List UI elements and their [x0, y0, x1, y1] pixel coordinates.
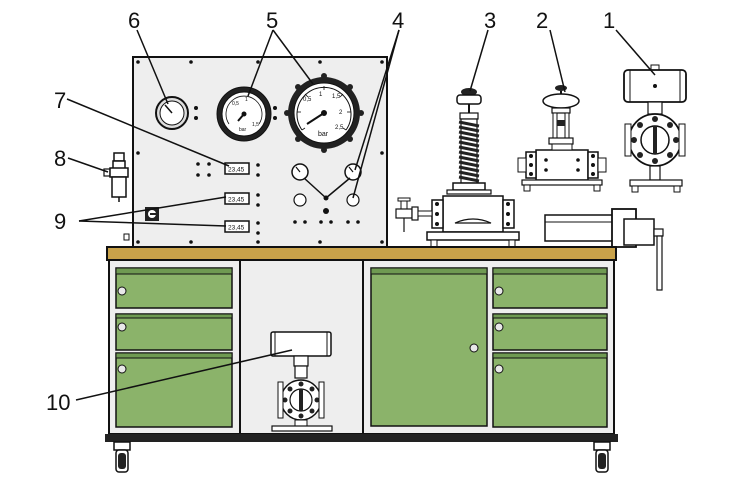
filter-regulator [103, 152, 130, 241]
medium-gauge-tick-2: 1,5 [252, 122, 259, 128]
stored-butterfly-valve [270, 331, 333, 432]
cabinet-door [370, 267, 488, 427]
callout-5: 5 [266, 8, 278, 33]
bench-vise [544, 208, 664, 291]
medium-gauge-tick-1: 1 [245, 97, 248, 103]
callout-7: 7 [54, 88, 66, 113]
sensor-gauge-right [344, 163, 362, 224]
right-drawer-stack [492, 267, 608, 428]
medium-gauge-unit: bar [239, 127, 247, 133]
digital-display-2: 23,45 [224, 192, 250, 205]
digital-display-1: 23,45 [224, 162, 250, 175]
large-gauge-tick-2: 1,5 [332, 94, 341, 100]
callout-4: 4 [392, 8, 404, 33]
small-pressure-gauge [155, 96, 198, 130]
medium-pressure-gauge: 0,5 1 1,5 bar [216, 86, 277, 142]
large-gauge-tick-3: 2 [339, 110, 343, 116]
callout-6: 6 [128, 8, 140, 33]
callout-8: 8 [54, 146, 66, 171]
large-gauge-unit: bar [318, 131, 329, 138]
display-3-value: 23,45 [228, 225, 245, 232]
callout-leader-lines [66, 29, 656, 401]
callout-1: 1 [603, 8, 615, 33]
caster-left [113, 441, 131, 473]
butterfly-valve-with-actuator [623, 64, 687, 193]
valve-with-pneumatic-actuator [517, 85, 607, 192]
hand-valve [395, 197, 433, 232]
display-2-value: 23,45 [228, 197, 245, 204]
left-drawer-stack [115, 267, 233, 428]
large-gauge-tick-1: 1 [319, 92, 323, 98]
large-gauge-tick-4: 2,5 [335, 125, 344, 131]
display-1-value: 23,45 [228, 167, 245, 174]
main-switch [145, 207, 159, 221]
caster-right [593, 441, 611, 473]
large-gauge-tick-0: 0,5 [303, 97, 312, 103]
sensor-gauge-left [291, 163, 309, 224]
digital-display-3: 23,45 [224, 220, 250, 233]
valve-with-diaphragm-actuator [426, 88, 520, 248]
callout-9: 9 [54, 209, 66, 234]
callout-3: 3 [484, 8, 496, 33]
callout-2: 2 [536, 8, 548, 33]
callout-10: 10 [46, 390, 70, 415]
large-pressure-gauge: 0,5 1 1,5 2 2,5 bar [284, 73, 364, 153]
medium-gauge-tick-0: 0,5 [232, 101, 239, 107]
panel-indicator-dots [196, 162, 260, 235]
